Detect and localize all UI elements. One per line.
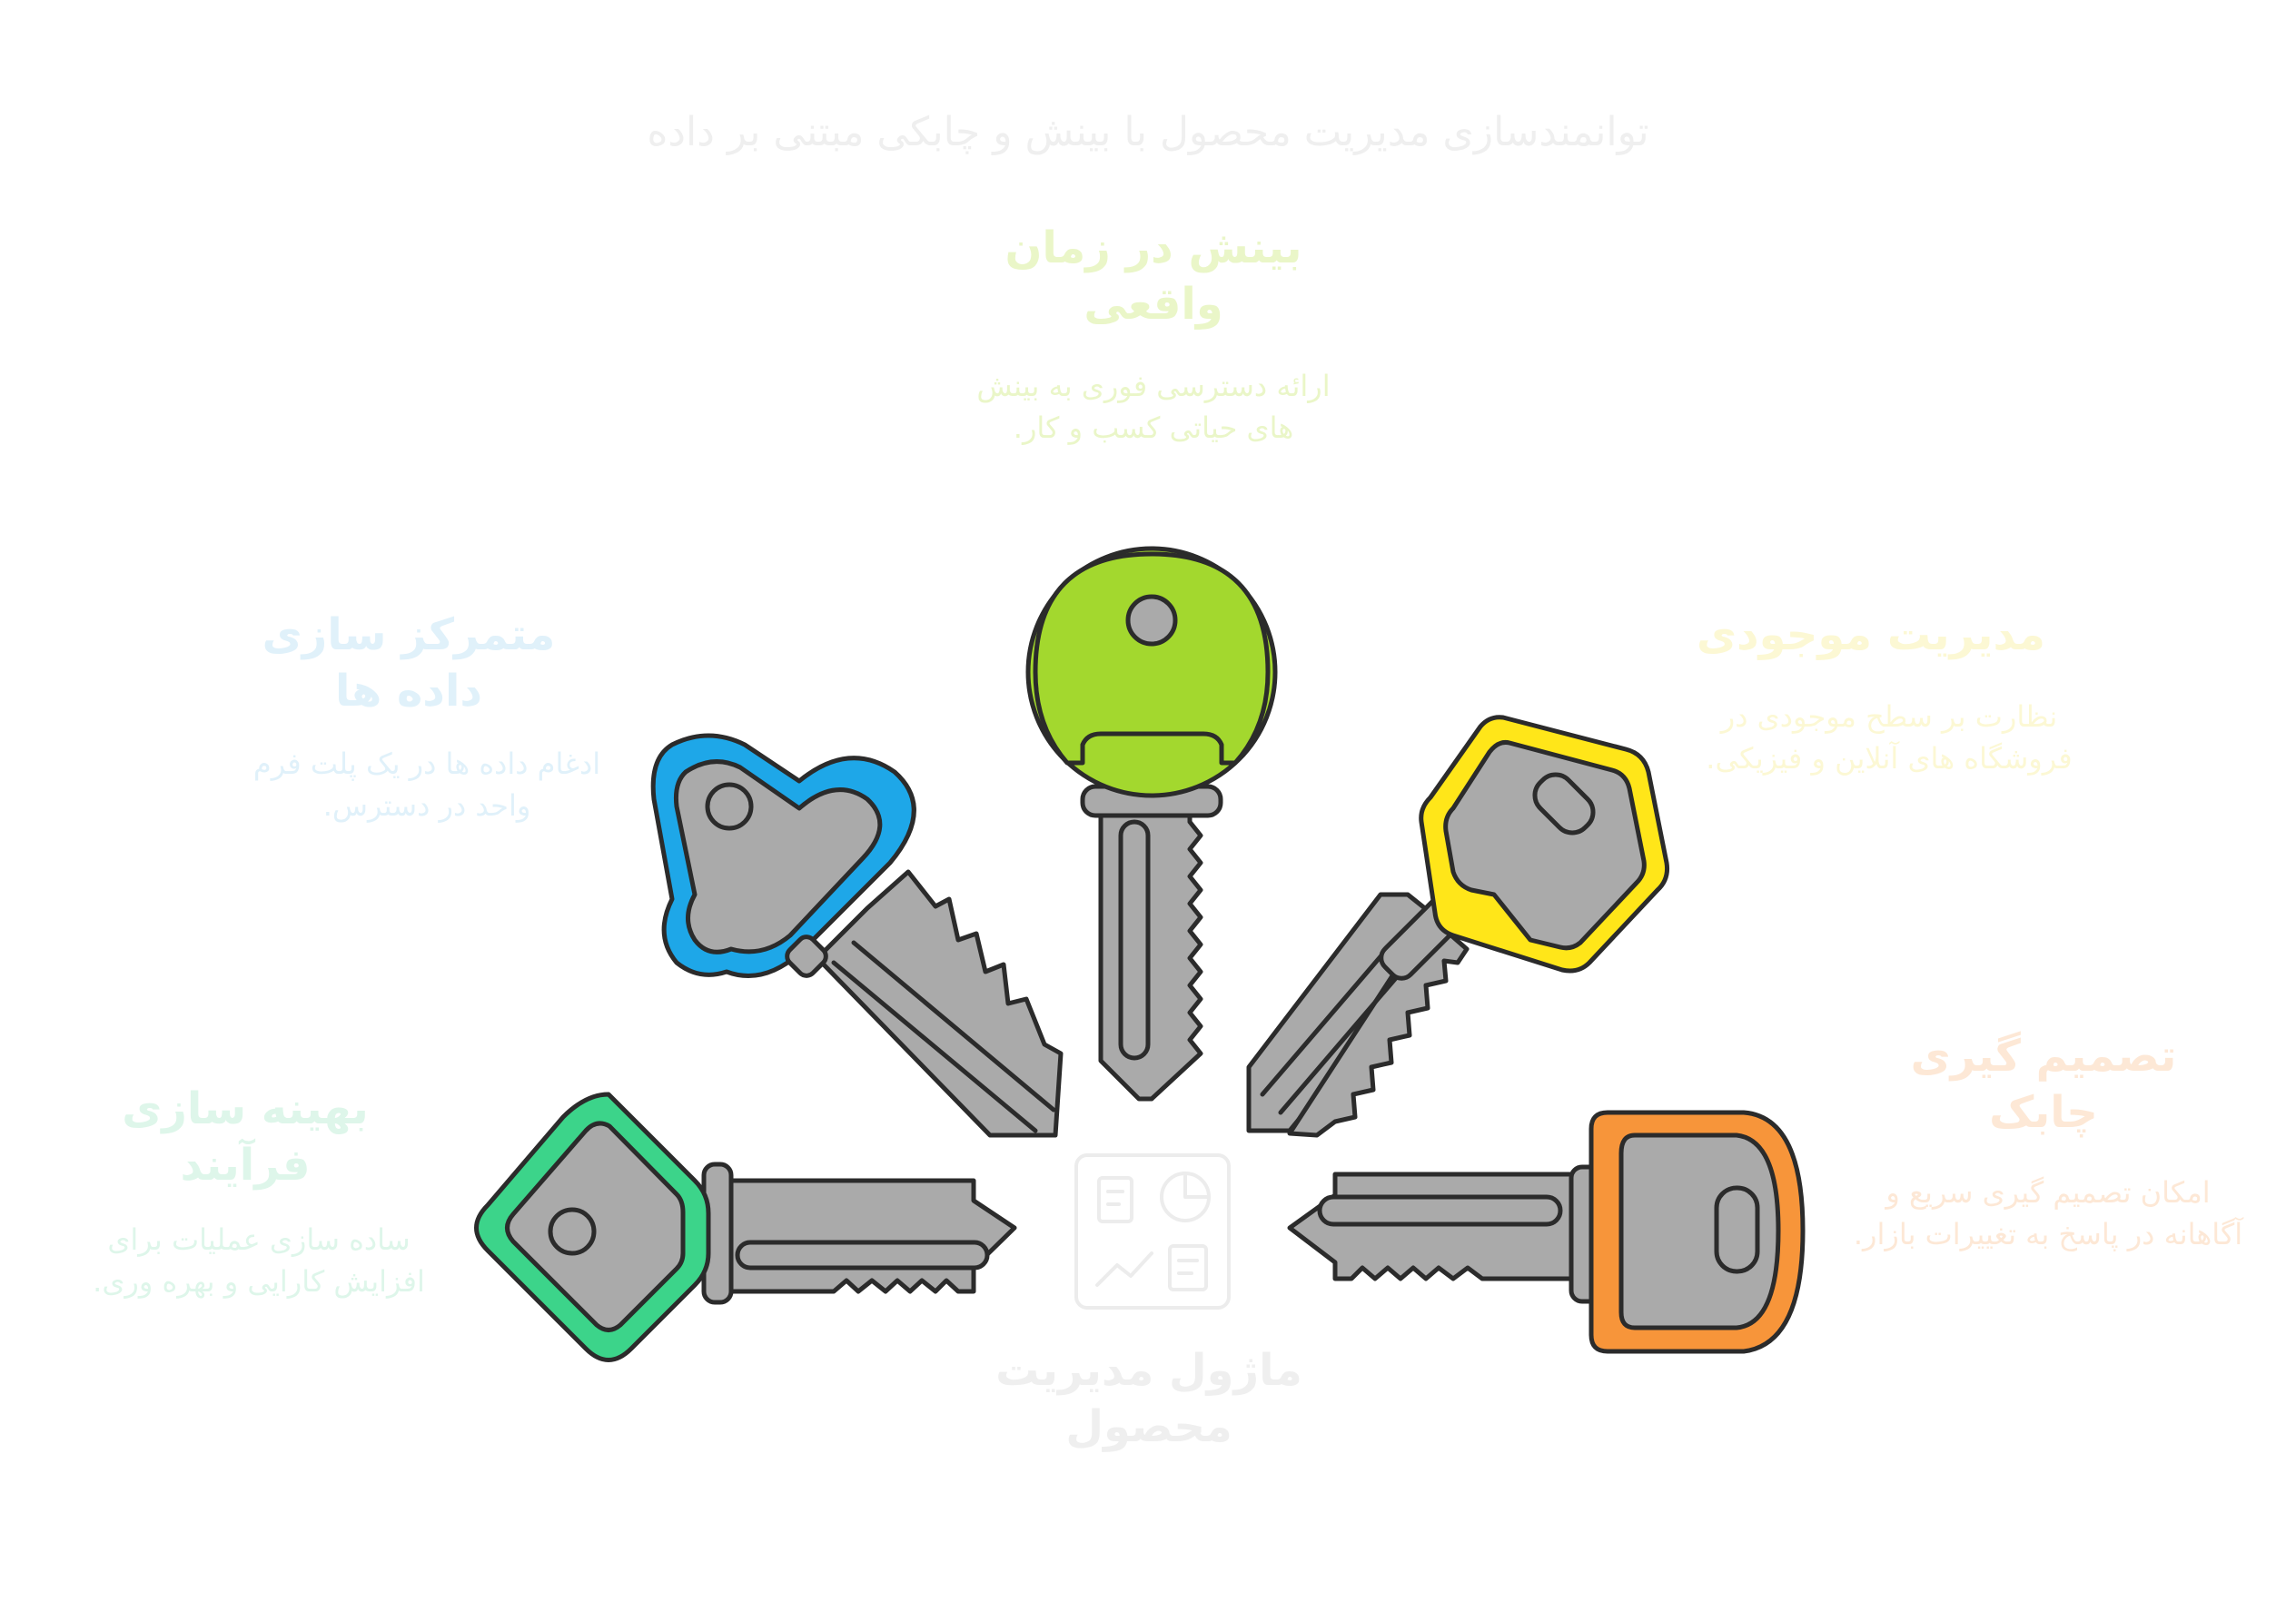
product-dashboard-icon <box>1074 1153 1231 1310</box>
key-rounded-orange-icon <box>1287 1110 1806 1354</box>
key-round-lime-icon <box>1025 546 1278 1102</box>
item-title-process-optimization: بهینه سازی فرآیند <box>122 1083 369 1191</box>
item-description-process-optimization: ساده سازی عملیات برای افزایش کارایی و به… <box>93 1222 425 1299</box>
item-description-real-time-insight: ارائه دسترسی فوری به بینش های حیاتی کسب … <box>976 369 1331 445</box>
item-title-inventory-management: مدیریت موجودی <box>1697 609 2045 660</box>
key-diamond-green-icon <box>474 1092 1017 1362</box>
item-description-data-centralization: ادغام داده ها در یک پلت فرم واحد در دستر… <box>252 747 601 823</box>
item-title-real-time-insight: بینش در زمان واقعی <box>1004 223 1302 330</box>
item-title-data-centralization: متمرکز سازی داده ها <box>262 609 556 717</box>
key-hexagon-yellow-icon <box>1246 715 1669 1138</box>
center-label: ماژول مدیریت محصول <box>995 1345 1302 1452</box>
diagram-title: توانمندسازی مدیریت محصول با بینش و چابکی… <box>647 109 1649 155</box>
key-cloud-blue-icon <box>650 733 1064 1138</box>
item-description-inventory-management: نظارت بر سطح موجودی در فروشگاه های آنلای… <box>1706 699 2073 776</box>
item-description-agile-decision: امکان تصمیم گیری سریع و آگاهانه در پاسخ … <box>1853 1175 2243 1251</box>
item-title-agile-decision: تصمیم گیری چابک <box>1910 1031 2177 1138</box>
